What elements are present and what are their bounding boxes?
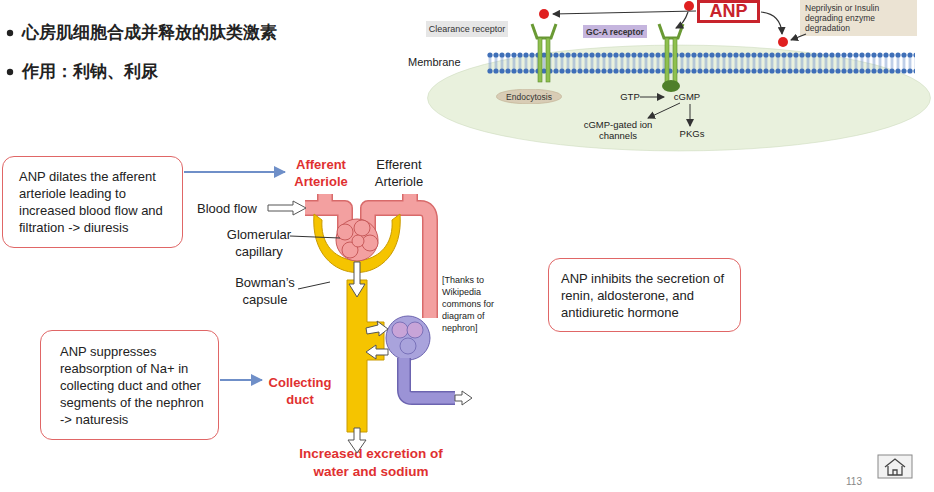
bullet-dot	[7, 30, 13, 36]
part-label: Blood flow	[197, 200, 257, 217]
node-text: ANP dilates the afferent arteriole leadi…	[19, 168, 172, 236]
part-label: Efferent Arteriole	[368, 156, 430, 190]
clearance-receptor-symbol	[532, 9, 556, 82]
part-label: Membrane	[408, 55, 461, 69]
callout-box: ANP inhibits the secretion of renin, ald…	[548, 258, 741, 332]
bowmans-capsule	[314, 214, 401, 432]
signal-arrow	[648, 103, 680, 118]
anp-molecule	[778, 37, 788, 47]
callout-arrow	[184, 171, 285, 173]
part-label: Afferent Arteriole	[289, 156, 353, 190]
signal-arrow	[640, 97, 664, 98]
node-text: PKGs	[670, 128, 714, 139]
signal-arrow	[690, 104, 691, 126]
receptor-label-box: Clearance receptor	[426, 21, 508, 37]
node-text: Clearance receptor	[429, 24, 506, 34]
node-text: ANP suppresses reabsorption of Na+ in co…	[60, 343, 208, 428]
binding-arrow	[553, 11, 696, 14]
node-text: GC-A receptor	[586, 27, 644, 37]
cell-body: GTP cGMP cGMP-gated ion channels PKGs Endocy…	[425, 44, 933, 152]
enzyme-arrow	[791, 34, 806, 40]
part-label: Collecting duct	[262, 374, 338, 408]
node-text: cGMP-gated ion channels	[578, 119, 658, 141]
node-text: GTP	[610, 91, 650, 102]
bullet-text: 作用：利钠、利尿	[22, 61, 158, 83]
part-label: Bowman’s capsule	[230, 274, 300, 308]
glomerulus	[336, 219, 378, 261]
node-text: ANP	[709, 1, 747, 22]
leader-line	[290, 236, 340, 238]
leader-line	[298, 282, 330, 289]
enzyme-box: Neprilysin or Insulin degrading enzyme d…	[800, 0, 917, 36]
callout-box: ANP suppresses reabsorption of Na+ in co…	[40, 330, 219, 440]
bullet-text: 心房肌细胞合成并释放的肽类激素	[22, 22, 277, 44]
degradation-arrow	[761, 12, 782, 34]
node-text: cGMP	[667, 91, 707, 102]
receptor-label-box: GC-A receptor	[583, 25, 647, 38]
node-text: Neprilysin or Insulin degrading enzyme d…	[805, 3, 912, 33]
arteriole-tubes	[305, 194, 430, 318]
callout-box: ANP dilates the afferent arteriole leadi…	[2, 156, 183, 248]
bullet-dot	[7, 69, 13, 75]
flow-arrows	[268, 201, 472, 453]
node-text: ANP inhibits the secretion of renin, ald…	[561, 270, 732, 321]
membrane-bilayer	[487, 52, 915, 74]
home-button	[878, 455, 912, 478]
peritubular-capillary	[386, 316, 455, 398]
page-number: 113	[846, 475, 862, 488]
hormone-box: ANP	[697, 0, 760, 23]
callout-arrow	[220, 379, 262, 381]
endocytosis-oval: Endocytosis	[496, 89, 562, 104]
gca-receptor-symbol	[659, 1, 694, 92]
credit-note: [Thanks to Wikipedia commons for diagram…	[442, 274, 506, 334]
result-label: Increased excretion of water and sodium	[287, 445, 455, 481]
part-label: Glomerular capillary	[222, 226, 296, 260]
node-text: Endocytosis	[506, 92, 552, 102]
